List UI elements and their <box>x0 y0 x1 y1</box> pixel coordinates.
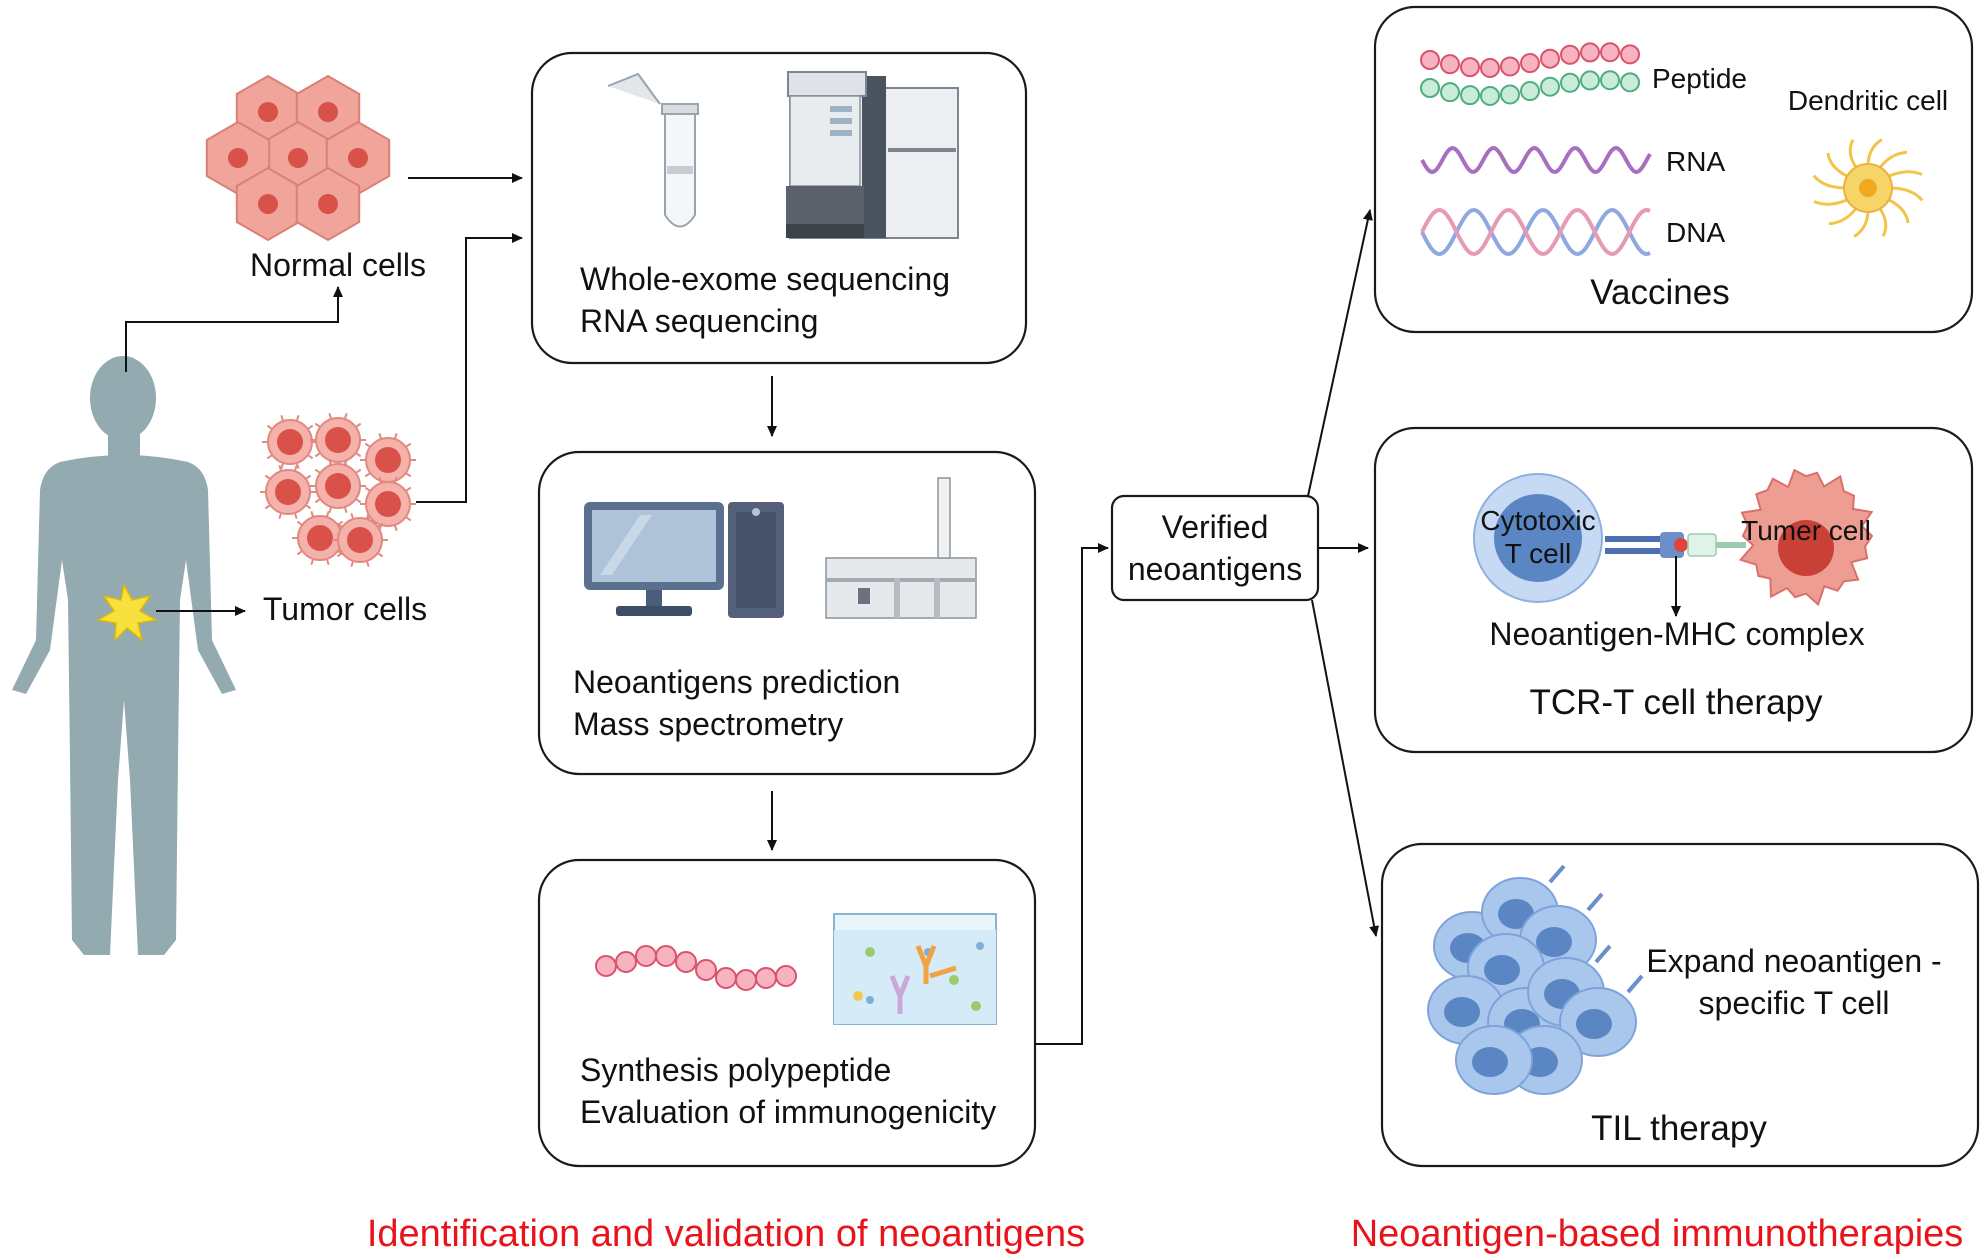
cytotoxic-label-1: Cytotoxic <box>1480 505 1595 536</box>
normal-cells-label: Normal cells <box>250 247 426 283</box>
immunotherapies-caption: Neoantigen-based immunotherapies <box>1351 1213 1964 1255</box>
mass-spectrometer-icon <box>825 477 977 619</box>
tcr-mhc-binding-icon <box>1605 532 1746 558</box>
tumor-cells-label: Tumor cells <box>263 591 427 627</box>
identification-caption: Identification and validation of neoanti… <box>367 1213 1085 1255</box>
dna-label: DNA <box>1666 217 1725 248</box>
sequencing-line2: RNA sequencing <box>580 303 818 339</box>
prediction-line1: Neoantigens prediction <box>573 664 900 700</box>
sequencing-box: Whole-exome sequencing RNA sequencing <box>530 51 1028 365</box>
human-body-icon <box>12 356 236 955</box>
verified-line1: Verified <box>1162 509 1269 545</box>
assay-dish-icon <box>833 913 997 1025</box>
cytotoxic-t-cell-icon <box>1473 473 1603 603</box>
verified-neoantigens-box: Verified neoantigens <box>1110 494 1320 602</box>
tumor-cells-icon <box>260 413 416 567</box>
dendritic-cell-icon <box>1812 138 1924 238</box>
dna-helix-icon <box>1420 207 1651 257</box>
rna-strand-icon <box>1420 145 1652 175</box>
sample-tube-icon <box>607 72 699 228</box>
normal-cells-icon <box>205 74 391 242</box>
prediction-box: Neoantigens prediction Mass spectrometry <box>537 450 1037 776</box>
expand-line-1: Expand neoantigen - <box>1646 943 1941 979</box>
neoantigen-mhc-complex-label: Neoantigen-MHC complex <box>1489 616 1864 652</box>
rna-label: RNA <box>1666 146 1725 177</box>
til-title: TIL therapy <box>1591 1109 1767 1148</box>
left-connector-arrows <box>125 173 523 616</box>
synthesis-box: Synthesis polypeptide Evaluation of immu… <box>537 858 1037 1168</box>
sequencer-machine-icon <box>786 71 959 239</box>
verified-line2: neoantigens <box>1128 551 1302 587</box>
therapy-connector-arrows <box>1307 209 1380 937</box>
sequencing-line1: Whole-exome sequencing <box>580 261 950 297</box>
t-cell-cluster-icon <box>1427 864 1644 1095</box>
polypeptide-chain-icon <box>595 945 797 991</box>
expand-line-2: specific T cell <box>1699 985 1890 1021</box>
tumer-cell-label: Tumer cell <box>1741 515 1871 546</box>
peptide-chains-icon <box>1420 42 1640 106</box>
tumor-cell-icon <box>1738 468 1874 607</box>
til-therapy-box: Expand neoantigen - specific T cell TIL … <box>1380 842 1980 1168</box>
dendritic-cell-label: Dendritic cell <box>1788 85 1948 116</box>
peptide-label: Peptide <box>1652 63 1747 94</box>
tumor-star-icon <box>95 582 159 642</box>
prediction-line2: Mass spectrometry <box>573 706 843 742</box>
cytotoxic-label-2: T cell <box>1505 538 1571 569</box>
computer-icon <box>584 502 784 618</box>
vaccines-box: Peptide RNA DNA Dendritic cell Vaccines <box>1373 5 1974 334</box>
tcr-t-therapy-box: Cytotoxic T cell Tumer cell Neoantigen-M… <box>1373 426 1974 754</box>
tcr-t-title: TCR-T cell therapy <box>1529 683 1823 722</box>
vaccines-title: Vaccines <box>1590 273 1729 312</box>
synthesis-line2: Evaluation of immunogenicity <box>580 1094 996 1130</box>
synthesis-line1: Synthesis polypeptide <box>580 1052 891 1088</box>
